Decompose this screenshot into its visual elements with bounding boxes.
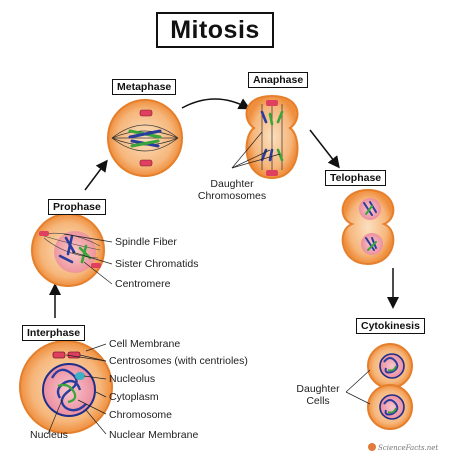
daughter-chromosomes-pointers [231,131,281,169]
label-daughter-chromosomes-line1: Daughter [210,178,254,190]
label-cytoplasm: Cytoplasm [109,391,159,403]
label-sister-chromatids: Sister Chromatids [115,258,199,270]
anaphase-cell [231,94,299,180]
cytokinesis-cells [345,343,413,430]
arrow-anaphase-to-telophase [309,129,340,169]
metaphase-chromosomes [128,129,162,148]
label-centromere: Centromere [115,278,171,290]
label-spindle-fiber: Spindle Fiber [115,236,177,248]
label-cell-membrane: Cell Membrane [109,338,181,350]
label-leader-lines [47,233,113,435]
label-nucleus: Nucleus [30,429,68,441]
label-nuclear-membrane: Nuclear Membrane [109,429,199,441]
stage-prophase: Prophase [48,199,106,215]
prophase-cell [31,213,105,287]
arrow-metaphase-to-anaphase [181,98,251,110]
chromatin [50,368,87,412]
chromatin-green [57,383,77,404]
label-nucleolus: Nucleolus [109,373,156,385]
page-title: Mitosis [156,12,274,48]
daughter-cells-pointers [345,369,371,405]
brand-text: ScienceFacts.net [378,444,439,452]
stage-anaphase: Anaphase [248,72,309,88]
brand-logo-icon [368,443,376,451]
daughter-chromosomes [260,110,284,162]
nucleolus [75,372,85,380]
telophase-cell [341,188,395,266]
label-centrosomes: Centrosomes (with centrioles) [109,355,248,367]
label-daughter-cells-line1: Daughter [296,383,340,395]
interphase-cell [19,340,113,434]
label-daughter-chromosomes: Daughter Chromosomes [190,178,274,202]
label-chromosome: Chromosome [109,409,173,421]
stage-interphase: Interphase [22,325,86,341]
label-daughter-cells: Daughter Cells [290,383,346,407]
stage-cytokinesis: Cytokinesis [356,318,425,334]
sister-chromatids [58,234,92,264]
stage-metaphase: Metaphase [112,79,177,95]
label-daughter-chromosomes-line2: Chromosomes [197,190,267,202]
flow-arrows [49,98,399,318]
stage-telophase: Telophase [325,170,387,186]
metaphase-cell [107,99,183,177]
arrow-prophase-to-metaphase [84,159,108,191]
label-daughter-cells-line2: Cells [306,395,330,407]
